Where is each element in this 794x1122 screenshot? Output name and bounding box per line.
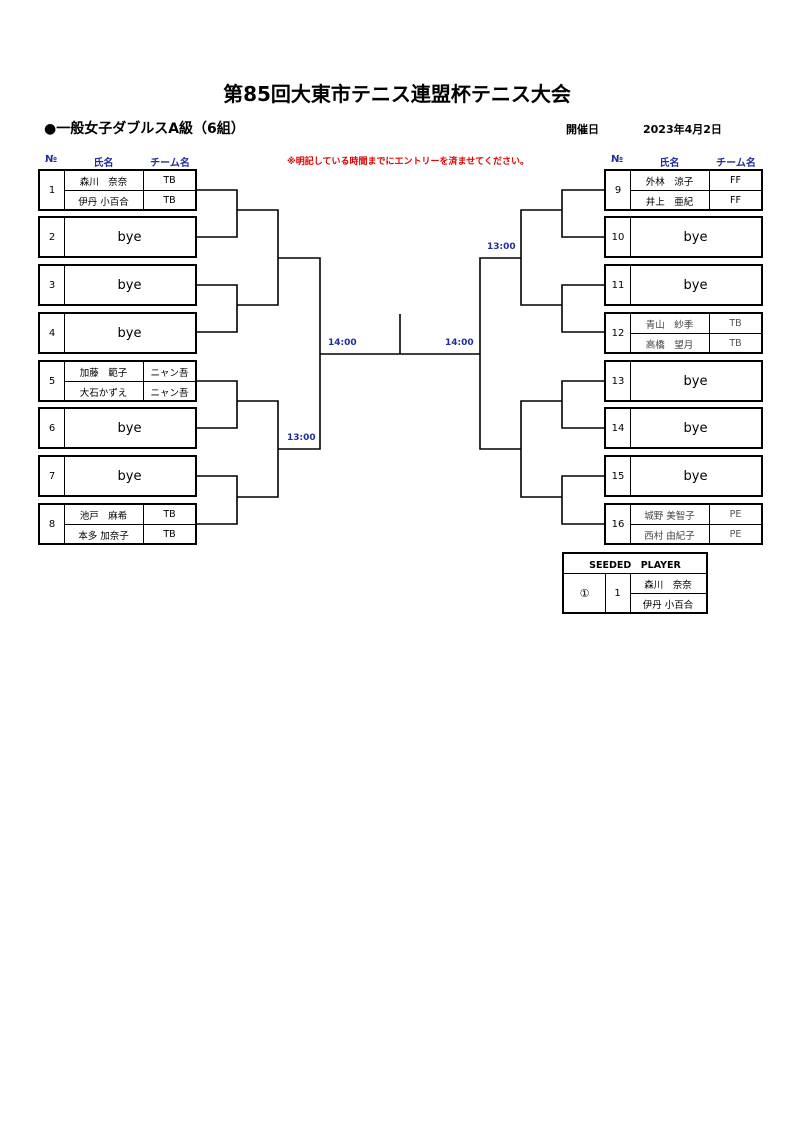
right-header-no: №	[610, 154, 624, 165]
player-name: 高橋 望月	[630, 334, 710, 353]
player-team: TB	[163, 509, 176, 520]
bye-label: bye	[683, 277, 708, 293]
entry-box: 13 bye	[604, 360, 763, 402]
bye-label: bye	[117, 325, 142, 341]
player-team: ニャン吾	[150, 367, 189, 379]
entry-number: 8	[40, 505, 65, 543]
bye-label: bye	[117, 420, 142, 436]
left-header-no: №	[44, 154, 58, 165]
entry-number: 6	[40, 409, 65, 447]
entry-box: 15 bye	[604, 455, 763, 497]
entry-notice: ※明記している時間までにエントリーを済ませてください。	[287, 157, 529, 167]
player-name: 井上 亜紀	[630, 191, 710, 210]
time-right-round2-top: 13:00	[487, 242, 516, 252]
entry-box: 6 bye	[38, 407, 197, 449]
bye-label: bye	[117, 277, 142, 293]
entry-number: 14	[606, 409, 631, 447]
player-team: FF	[730, 195, 741, 206]
player-team: FF	[730, 175, 741, 186]
seeded-header: SEEDED PLAYER	[564, 554, 706, 574]
entry-number: 15	[606, 457, 631, 495]
entry-box: 14 bye	[604, 407, 763, 449]
entry-box: 1 森川 奈奈 TB 伊丹 小百合 TB	[38, 169, 197, 211]
player-team: TB	[729, 338, 742, 349]
entry-number: 7	[40, 457, 65, 495]
player-name: 森川 奈奈	[64, 171, 144, 190]
entry-box: 3 bye	[38, 264, 197, 306]
entry-box: 8 池戸 麻希 TB 本多 加奈子 TB	[38, 503, 197, 545]
time-left-round2-bottom: 13:00	[287, 433, 316, 443]
page-title: 第85回大東市テニス連盟杯テニス大会	[223, 82, 571, 106]
bye-label: bye	[683, 373, 708, 389]
seed-player-name: 森川 奈奈	[630, 574, 706, 594]
player-team: PE	[729, 509, 742, 520]
entry-box: 5 加藤 範子ニャン吾 大石かずえニャン吾	[38, 360, 197, 402]
entry-number: 3	[40, 266, 65, 304]
date-label: 開催日	[566, 123, 599, 136]
seeded-player-table: SEEDED PLAYER ① 1 森川 奈奈 伊丹 小百合	[562, 552, 708, 614]
player-team: TB	[163, 175, 176, 186]
entry-number: 13	[606, 362, 631, 400]
player-name: 本多 加奈子	[64, 525, 144, 544]
entry-box: 7 bye	[38, 455, 197, 497]
player-team: PE	[729, 529, 742, 540]
right-header-name: 氏名	[659, 158, 680, 169]
left-header-name: 氏名	[93, 158, 114, 169]
player-team: ニャン吾	[150, 387, 189, 399]
entry-box: 2 bye	[38, 216, 197, 258]
entry-box: 11 bye	[604, 264, 763, 306]
entry-box: 9 外林 涼子 FF 井上 亜紀 FF	[604, 169, 763, 211]
player-name: 城野 美智子	[630, 505, 710, 524]
entry-box: 4 bye	[38, 312, 197, 354]
bye-label: bye	[683, 468, 708, 484]
bye-label: bye	[117, 468, 142, 484]
bye-label: bye	[117, 229, 142, 245]
entry-number: 1	[40, 171, 65, 209]
player-name: 外林 涼子	[630, 171, 710, 190]
entry-box: 12 青山 紗季 TB 高橋 望月 TB	[604, 312, 763, 354]
time-right-semifinal: 14:00	[445, 338, 474, 348]
player-name: 池戸 麻希	[64, 505, 144, 524]
entry-number: 10	[606, 218, 631, 256]
bye-label: bye	[683, 229, 708, 245]
seed-mark: ①	[564, 574, 606, 612]
left-header-team: チーム名	[150, 158, 190, 169]
player-name: 加藤 範子	[64, 362, 144, 381]
entry-number: 2	[40, 218, 65, 256]
entry-box: 16 城野 美智子 PE 西村 由紀子 PE	[604, 503, 763, 545]
entry-box: 10 bye	[604, 216, 763, 258]
entry-number: 5	[40, 362, 65, 400]
entry-number: 12	[606, 314, 631, 352]
seed-entry-number: 1	[605, 574, 631, 612]
bye-label: bye	[683, 420, 708, 436]
seed-player-name: 伊丹 小百合	[642, 599, 694, 611]
event-name: ●一般女子ダブルスA級（6組）	[44, 121, 245, 137]
player-team: TB	[163, 195, 176, 206]
date-value: 2023年4月2日	[643, 123, 722, 136]
player-team: TB	[163, 529, 176, 540]
entry-number: 11	[606, 266, 631, 304]
entry-number: 9	[606, 171, 631, 209]
entry-number: 16	[606, 505, 631, 543]
time-left-semifinal: 14:00	[328, 338, 357, 348]
player-name: 西村 由紀子	[630, 525, 710, 544]
player-name: 青山 紗季	[630, 314, 710, 333]
right-header-team: チーム名	[716, 158, 756, 169]
player-name: 伊丹 小百合	[64, 191, 144, 210]
entry-number: 4	[40, 314, 65, 352]
player-name: 大石かずえ	[64, 382, 144, 401]
player-team: TB	[729, 318, 742, 329]
